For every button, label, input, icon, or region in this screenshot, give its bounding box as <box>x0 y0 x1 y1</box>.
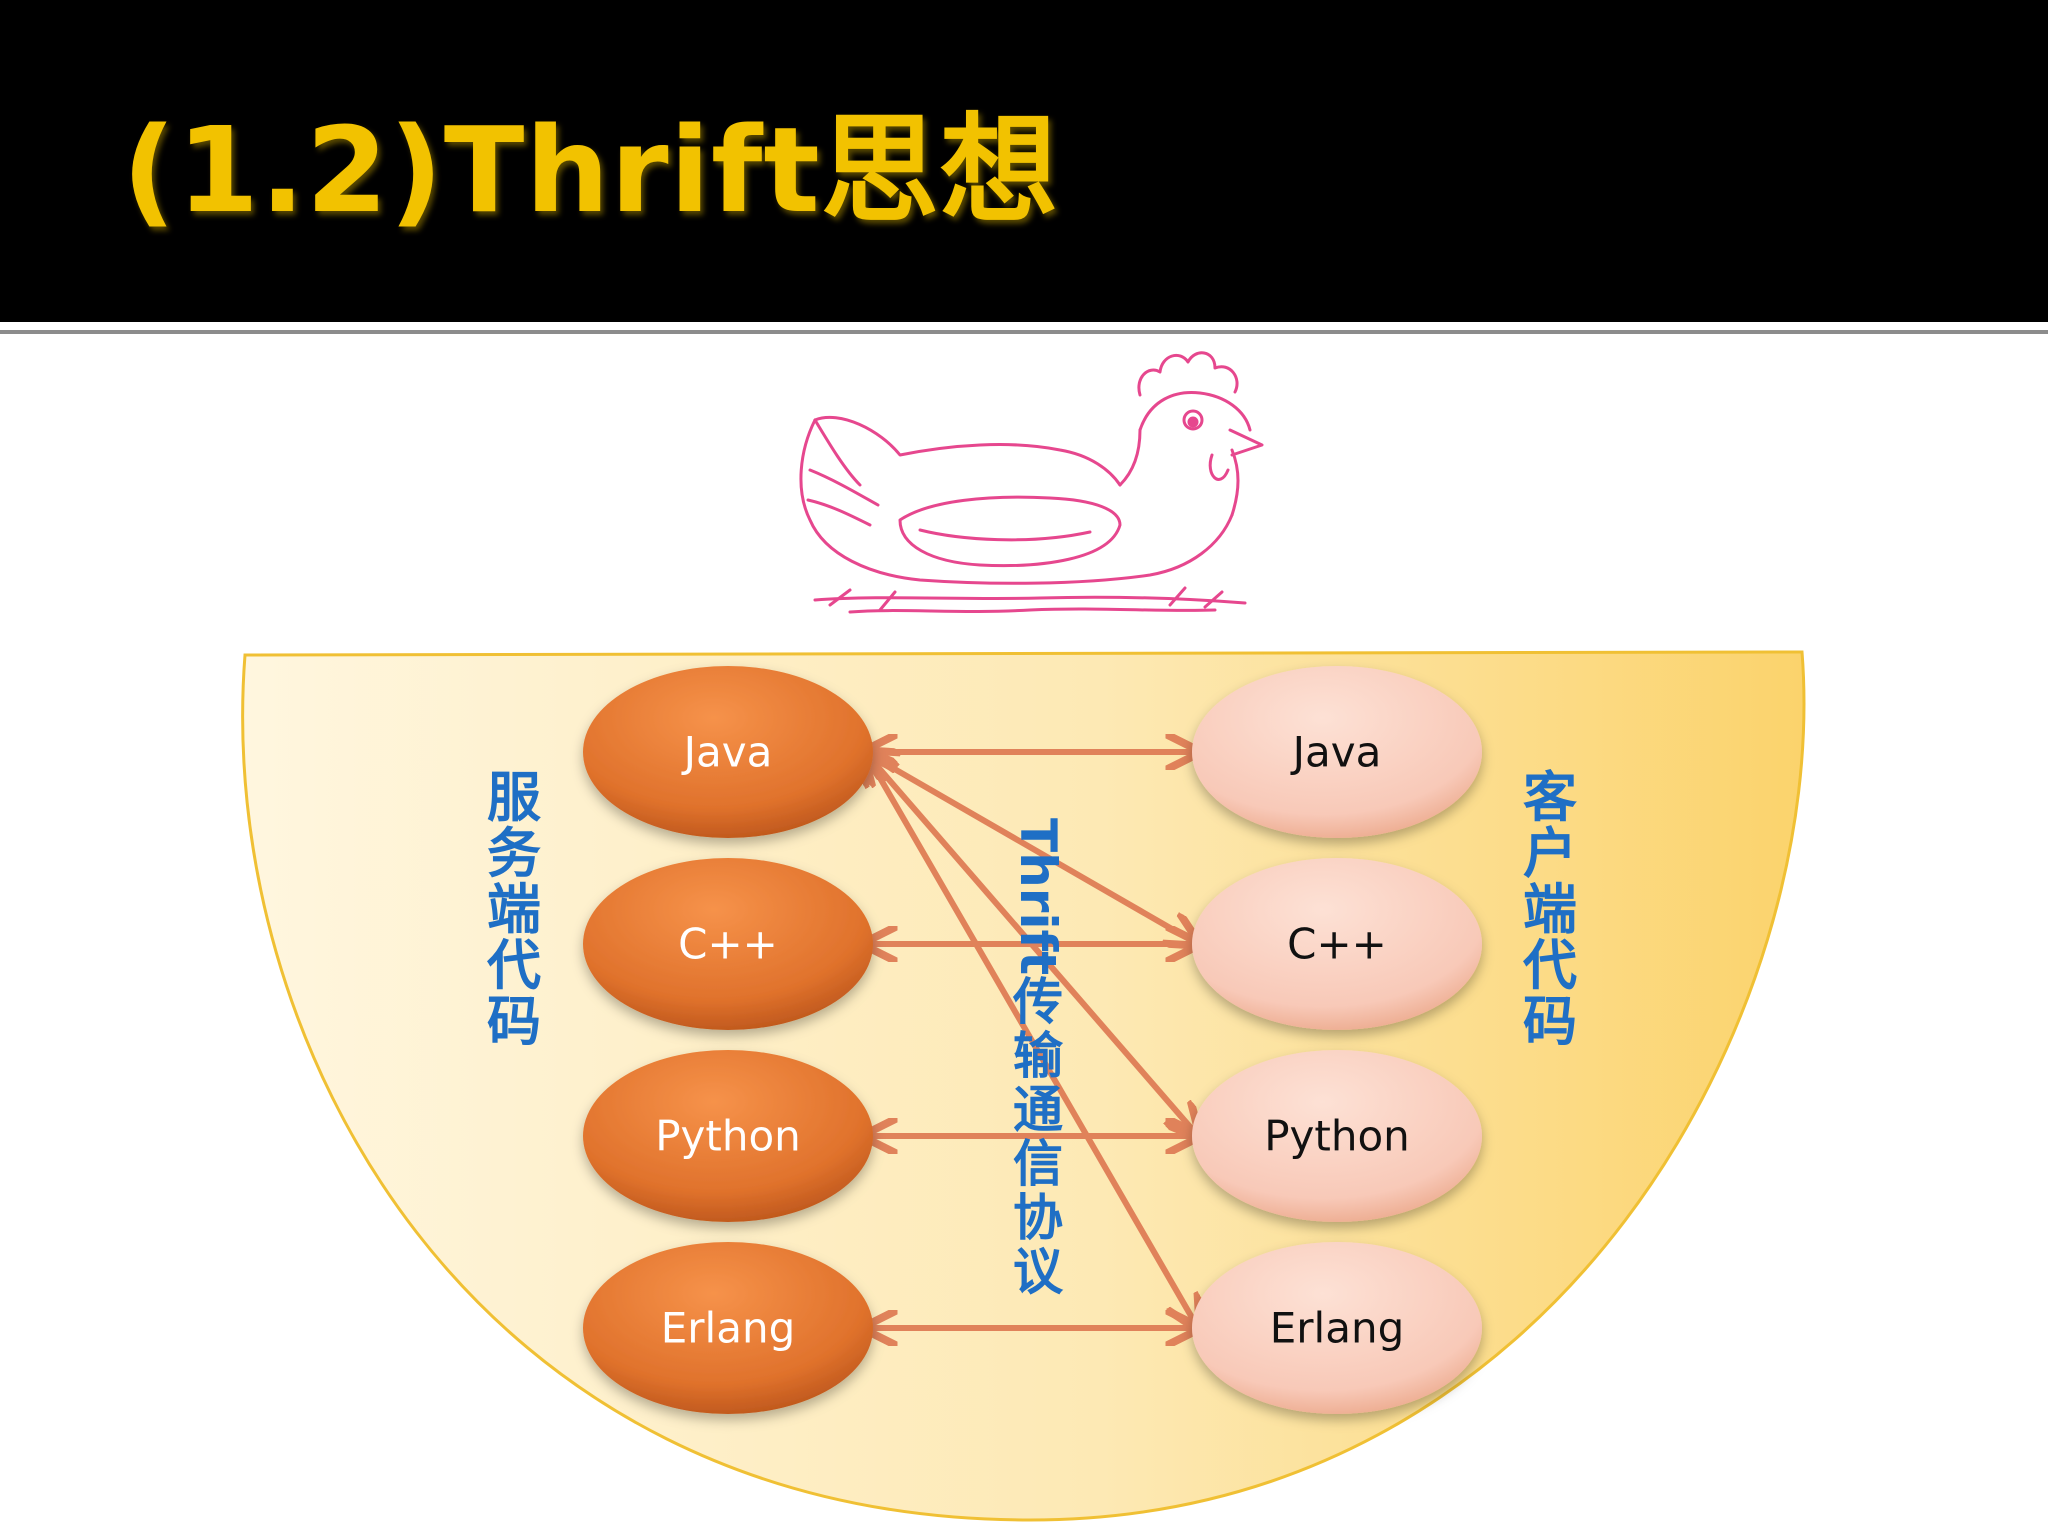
client-node-label: Erlang <box>1270 1304 1405 1353</box>
server-node-erlang: Erlang <box>583 1242 873 1414</box>
hen-icon <box>799 351 1264 614</box>
server-node-java: Java <box>583 666 873 838</box>
server-node-shape <box>583 1242 873 1414</box>
server-node-cpp: C++ <box>583 858 873 1030</box>
client-node-shape <box>1192 1242 1482 1414</box>
client-node-label: Python <box>1264 1112 1410 1161</box>
server-node-label: C++ <box>678 920 778 969</box>
client-code-label: 客 户 端 代 码 <box>1523 766 1577 1053</box>
client-node-python: Python <box>1192 1050 1482 1222</box>
client-node-shape <box>1192 666 1482 838</box>
server-node-label: Python <box>655 1112 801 1161</box>
edges <box>865 752 1198 1328</box>
protocol-label-zh: 传 输 通 信 协 议 <box>1013 973 1063 1302</box>
server-node-shape <box>583 1050 873 1222</box>
server-node-shape <box>583 858 873 1030</box>
protocol-label: Thrift 传 输 通 信 协 议 <box>1009 818 1067 1302</box>
server-node-label: Java <box>681 728 773 777</box>
client-node-label: Java <box>1290 728 1382 777</box>
header-divider <box>0 330 2048 334</box>
server-code-label: 服 务 端 代 码 <box>487 766 541 1053</box>
client-node-erlang: Erlang <box>1192 1242 1482 1414</box>
client-node-shape <box>1192 1050 1482 1222</box>
header-bar <box>0 0 2048 322</box>
client-node-label: C++ <box>1287 920 1387 969</box>
client-node-cpp: C++ <box>1192 858 1482 1030</box>
server-node-label: Erlang <box>661 1304 796 1353</box>
edge-server-java-to-client-erlang <box>865 752 1198 1328</box>
client-node-shape <box>1192 858 1482 1030</box>
slide-title: (1.2)Thrift思想 <box>122 101 1059 239</box>
server-node-shape <box>583 666 873 838</box>
server-node-python: Python <box>583 1050 873 1222</box>
protocol-label-en: Thrift <box>1009 818 1067 976</box>
client-node-java: Java <box>1192 666 1482 838</box>
